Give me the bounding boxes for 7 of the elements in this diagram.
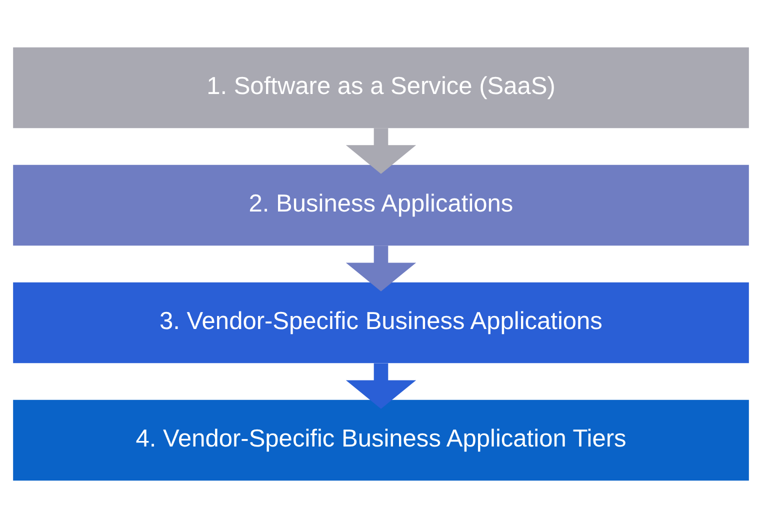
node-box: 1. Software as a Service (SaaS) xyxy=(12,46,748,128)
arrow xyxy=(345,128,416,174)
node-box: 4. Vendor-Specific Business Application Tiers xyxy=(12,399,748,480)
arrow xyxy=(345,245,416,291)
node-box: 2. Business Applications xyxy=(12,164,748,246)
node-box: 3. Vendor-Specific Business Applications xyxy=(12,282,748,363)
arrow xyxy=(345,362,416,408)
